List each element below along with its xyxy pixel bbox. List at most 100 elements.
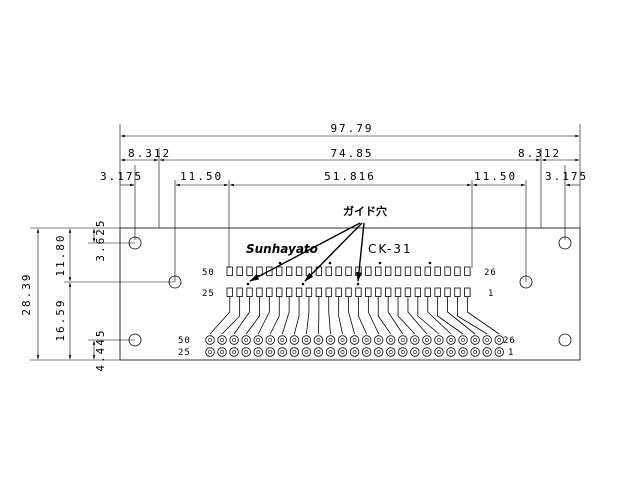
trace (397, 297, 416, 335)
dip-pad (313, 335, 324, 345)
second-pad (434, 287, 441, 297)
dip-pad (434, 347, 444, 357)
dip-pad (386, 347, 396, 357)
dip-hole (485, 338, 490, 342)
second-pad (335, 287, 342, 297)
trace (348, 297, 355, 335)
dip-hole (461, 338, 465, 342)
second-pad-row (226, 287, 471, 297)
second-pad (454, 287, 461, 297)
dip-hole (461, 350, 465, 354)
dim-left-inset: 8.312 (128, 147, 171, 160)
trace (221, 297, 241, 335)
dip-hole (304, 350, 309, 354)
dip-pad (470, 347, 480, 357)
dim-top-hole: 3.625 (94, 218, 107, 261)
dip-hole (497, 350, 502, 354)
brand-logo-text: Sunhayato (246, 242, 318, 256)
dip-pad (289, 335, 300, 345)
trace (387, 297, 404, 335)
dip-pad (229, 347, 239, 357)
dip-pad (386, 335, 396, 345)
dip-label-bottom-left: 25 (178, 348, 191, 358)
dip-pad (494, 347, 504, 357)
dip-pad (398, 347, 408, 357)
mount-hole-bottom-right (558, 333, 572, 347)
top-pad (226, 266, 233, 276)
dip-pad (494, 335, 504, 345)
callout-arrow (355, 222, 365, 282)
dip-hole (449, 350, 453, 354)
dip-hole (352, 350, 357, 354)
dip-pad (422, 347, 432, 357)
trace (427, 297, 452, 335)
dip-pad (253, 335, 263, 345)
dip-pad (458, 335, 468, 345)
trace (338, 297, 343, 335)
top-pad (454, 266, 461, 276)
dim-overall-width: 97.79 (330, 122, 373, 135)
top-pad (434, 266, 441, 276)
top-pad (414, 266, 422, 276)
second-pad (226, 287, 233, 297)
top-pad (464, 266, 471, 276)
dip-pad (446, 335, 456, 345)
trace (417, 297, 440, 335)
trace (447, 297, 476, 335)
trace (466, 297, 500, 335)
dip-pad (410, 347, 420, 357)
dip-hole (232, 338, 237, 342)
dip-pad (398, 335, 408, 345)
dip-pad (446, 347, 456, 357)
pin-label-top-left: 50 (202, 268, 215, 278)
trace (245, 297, 260, 335)
second-pad (394, 287, 402, 297)
second-pad (256, 287, 263, 297)
dip-hole (316, 338, 321, 342)
second-pad (295, 287, 303, 297)
second-pad (305, 287, 313, 297)
dim-hole-offset-left: 3.175 (100, 170, 143, 183)
top-pad (335, 266, 342, 276)
dip-hole (340, 350, 345, 354)
dip-hole (304, 338, 309, 342)
dip-hole (244, 350, 249, 354)
second-pad (246, 287, 253, 297)
second-pad (355, 287, 362, 297)
dip-hole (424, 350, 429, 354)
dip-pad (482, 347, 492, 357)
trace (358, 297, 368, 335)
second-pad (236, 287, 243, 297)
dip-hole (280, 338, 285, 342)
second-pad (315, 287, 323, 297)
dip-pad (374, 335, 384, 345)
dip-hole (220, 338, 224, 342)
top-pad (295, 266, 303, 276)
dip-pad (217, 335, 227, 345)
mount-hole-bottom-left (128, 333, 142, 347)
second-pad (266, 287, 273, 297)
dip-pad (313, 347, 324, 357)
top-pad (345, 266, 352, 276)
dip-pad (349, 347, 360, 357)
dip-pad (301, 347, 312, 357)
dip-pad (361, 335, 372, 345)
dip-pad (422, 335, 432, 345)
trace (367, 297, 380, 335)
horizontal-dimension-lines (120, 134, 580, 187)
dip-pad (337, 335, 348, 345)
dip-hole (424, 338, 429, 342)
guide-pad-right (519, 275, 533, 289)
second-pad (464, 287, 471, 297)
dip-pad (277, 335, 288, 345)
guide-dot (428, 261, 432, 265)
dip-hole (220, 350, 224, 354)
dip-pad (374, 347, 384, 357)
second-pad (345, 287, 352, 297)
dim-pad-offset-right: 11.50 (474, 170, 517, 183)
dip-label-bottom-right: 1 (508, 348, 514, 358)
dim-lower-section: 16.59 (54, 298, 67, 341)
callout-arrow (249, 222, 361, 282)
dip-pad (325, 335, 336, 345)
